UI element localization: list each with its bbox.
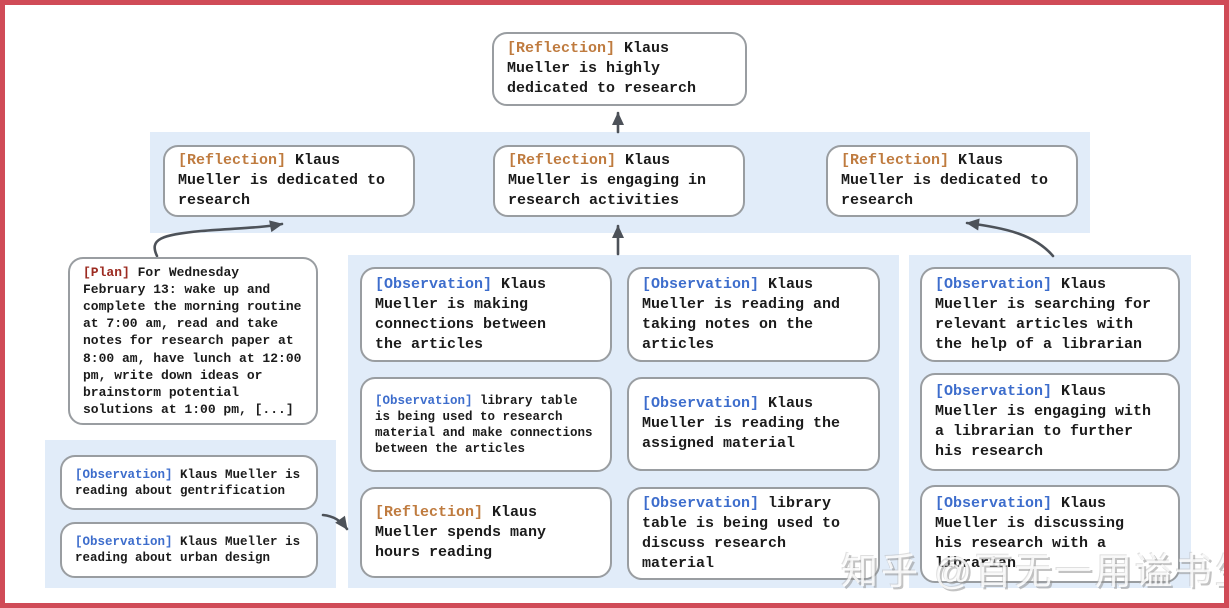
node-reflection-engaging: [Reflection] Klaus Mueller is engaging i… — [493, 145, 745, 217]
node-reflection-hours-reading: [Reflection] Klaus Mueller spends many h… — [360, 487, 612, 578]
node-body: Klaus Mueller is reading and taking note… — [642, 275, 841, 353]
node-body: Klaus Mueller is dedicated to research — [178, 152, 386, 209]
node-observation-library-table-research: [Observation] library table is being use… — [360, 377, 612, 472]
node-body: Klaus Mueller spends many hours reading — [375, 503, 547, 561]
node-tag: [Reflection] — [507, 40, 616, 57]
node-text: [Observation] library table is being use… — [642, 494, 865, 574]
node-body: Klaus Mueller is reading about urban des… — [75, 535, 301, 565]
node-observation-searching-articles: [Observation] Klaus Mueller is searching… — [920, 267, 1180, 362]
node-tag: [Observation] — [642, 395, 760, 412]
node-text: [Observation] Klaus Mueller is searching… — [935, 275, 1165, 355]
node-tag: [Reflection] — [841, 152, 950, 169]
node-observation-urban-design: [Observation] Klaus Mueller is reading a… — [60, 522, 318, 578]
node-tag: [Observation] — [375, 393, 473, 408]
node-text: [Reflection] Klaus Mueller spends many h… — [375, 503, 593, 563]
watermark: 知乎 @百无一用谥书生 — [841, 551, 1229, 592]
node-text: [Observation] library table is being use… — [375, 393, 596, 457]
node-text: [Observation] Klaus Mueller is reading a… — [75, 534, 303, 566]
node-text: [Reflection] Klaus Mueller is engaging i… — [508, 151, 730, 211]
node-tag: [Observation] — [642, 494, 760, 512]
node-observation-gentrification: [Observation] Klaus Mueller is reading a… — [60, 455, 318, 510]
node-tag: [Reflection] — [508, 152, 617, 169]
node-body: Klaus Mueller is engaging with a librari… — [935, 383, 1152, 460]
node-body: Klaus Mueller is discussing his research… — [935, 495, 1125, 572]
node-text: [Observation] Klaus Mueller is making co… — [375, 275, 580, 355]
node-tag: [Observation] — [935, 383, 1053, 400]
node-reflection-dedicated-right: [Reflection] Klaus Mueller is dedicated … — [826, 145, 1078, 217]
node-body: Klaus Mueller is searching for relevant … — [935, 275, 1152, 353]
node-reflection-dedicated-left: [Reflection] Klaus Mueller is dedicated … — [163, 145, 415, 217]
node-tag: [Observation] — [642, 275, 760, 293]
node-observation-engaging-librarian: [Observation] Klaus Mueller is engaging … — [920, 373, 1180, 471]
node-tag: [Observation] — [935, 275, 1053, 293]
node-observation-library-table-discuss: [Observation] library table is being use… — [627, 487, 880, 580]
node-text: [Reflection] Klaus Mueller is dedicated … — [178, 151, 400, 211]
node-text: [Plan] For Wednesday February 13: wake u… — [83, 264, 303, 419]
node-plan-wednesday: [Plan] For Wednesday February 13: wake u… — [68, 257, 318, 425]
node-observation-taking-notes: [Observation] Klaus Mueller is reading a… — [627, 267, 880, 362]
node-text: [Observation] Klaus Mueller is reading t… — [642, 394, 865, 454]
node-text: [Observation] Klaus Mueller is reading a… — [642, 275, 865, 355]
node-body: Klaus Mueller is highly dedicated to res… — [507, 40, 697, 97]
node-body: For Wednesday February 13: wake up and c… — [83, 264, 302, 418]
node-tag: [Reflection] — [178, 152, 287, 169]
node-text: [Observation] Klaus Mueller is engaging … — [935, 382, 1165, 462]
node-observation-discussing-librarian: [Observation] Klaus Mueller is discussin… — [920, 485, 1180, 583]
node-body: library table is being used to discuss r… — [642, 494, 841, 572]
node-body: Klaus Mueller is reading the assigned ma… — [642, 395, 841, 452]
node-text: [Reflection] Klaus Mueller is dedicated … — [841, 151, 1063, 211]
node-body: Klaus Mueller is dedicated to research — [841, 152, 1049, 209]
node-tag: [Observation] — [75, 467, 173, 482]
node-text: [Observation] Klaus Mueller is discussin… — [935, 494, 1155, 574]
node-observation-assigned-material: [Observation] Klaus Mueller is reading t… — [627, 377, 880, 471]
node-tag: [Reflection] — [375, 503, 484, 521]
node-tag: [Plan] — [83, 264, 130, 280]
node-observation-making-connections: [Observation] Klaus Mueller is making co… — [360, 267, 612, 362]
node-body: Klaus Mueller is engaging in research ac… — [508, 152, 707, 209]
node-root-reflection: [Reflection] Klaus Mueller is highly ded… — [492, 32, 747, 106]
node-body: Klaus Mueller is making connections betw… — [375, 275, 547, 353]
node-tag: [Observation] — [935, 495, 1053, 512]
node-tag: [Observation] — [75, 535, 173, 549]
node-body: library table is being used to research … — [375, 393, 593, 456]
node-tag: [Observation] — [375, 275, 493, 293]
node-body: Klaus Mueller is reading about gentrific… — [75, 467, 301, 498]
node-text: [Observation] Klaus Mueller is reading a… — [75, 467, 303, 499]
node-text: [Reflection] Klaus Mueller is highly ded… — [507, 39, 732, 99]
